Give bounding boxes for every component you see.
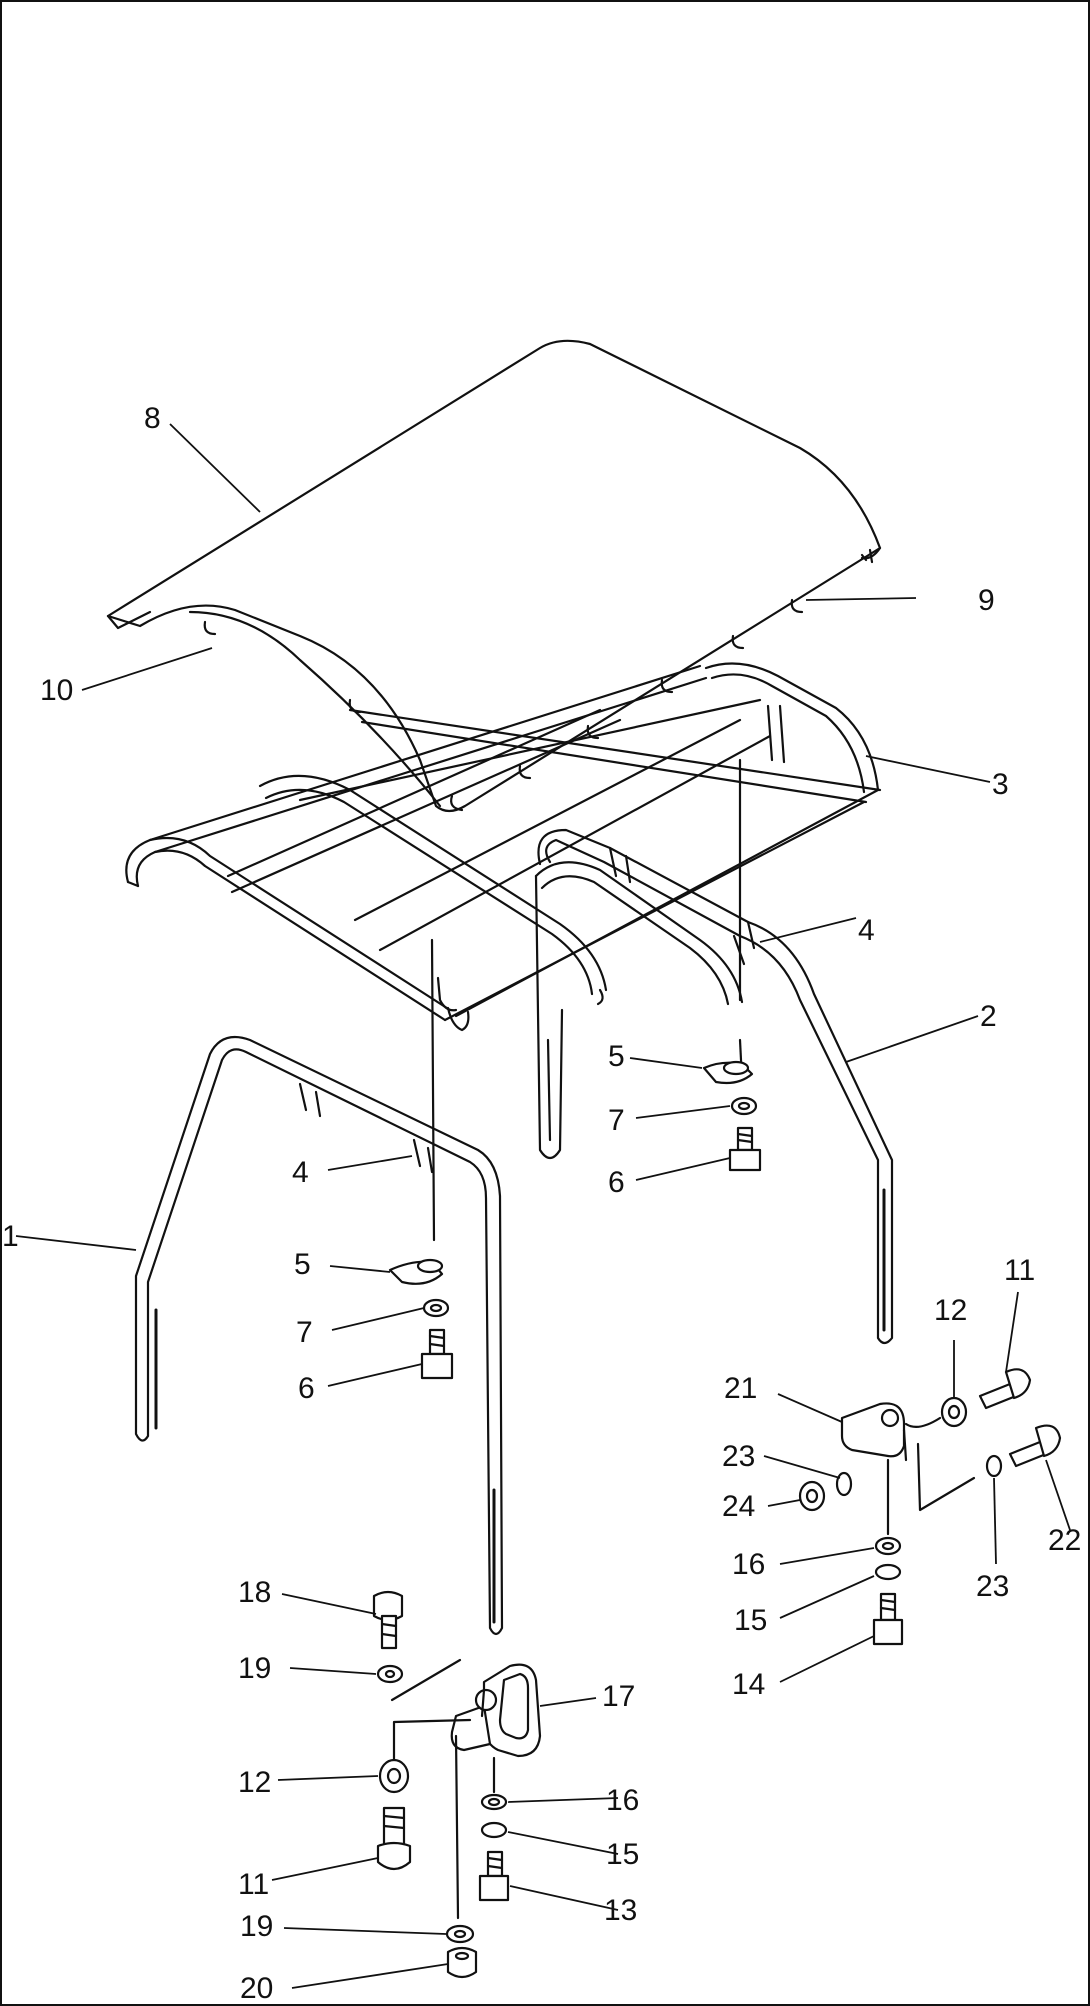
callout-labels: 1 2 3 4 4 5 5 6 6 7 7 8 9 10 11 11 12 12… xyxy=(2,402,1081,2005)
callout-12-lower: 12 xyxy=(238,1766,271,1799)
nut-24 xyxy=(798,1480,826,1512)
washer-16-right xyxy=(874,1458,902,1556)
nut-20 xyxy=(446,1946,478,1979)
washer-16-lower xyxy=(480,1756,508,1811)
callout-4-right: 4 xyxy=(858,914,875,947)
bolt-14 xyxy=(872,1592,904,1646)
callout-11-lower: 11 xyxy=(238,1868,269,1901)
callout-15-lower: 15 xyxy=(606,1838,639,1871)
callout-4-left: 4 xyxy=(292,1156,309,1189)
callout-5-right: 5 xyxy=(608,1040,625,1073)
callout-23-right: 23 xyxy=(976,1570,1009,1603)
leader-lines xyxy=(15,423,1071,1989)
washer-15-lower xyxy=(480,1821,508,1839)
callout-5-left: 5 xyxy=(294,1248,311,1281)
callout-13: 13 xyxy=(604,1894,637,1927)
callout-3: 3 xyxy=(992,768,1009,801)
callout-15-right: 15 xyxy=(734,1604,767,1637)
callout-22: 22 xyxy=(1048,1524,1081,1557)
callout-6-left: 6 xyxy=(298,1372,315,1405)
bolt-13 xyxy=(478,1850,510,1902)
left-support xyxy=(134,1036,504,1636)
callout-1: 1 xyxy=(2,1220,19,1253)
roof-panel xyxy=(106,339,882,813)
washer-23-left xyxy=(835,1471,853,1497)
callout-10: 10 xyxy=(40,674,73,707)
callout-24: 24 xyxy=(722,1490,755,1523)
roof-hooks xyxy=(203,598,804,812)
washer-19-lower xyxy=(445,1734,475,1944)
callout-19-top: 19 xyxy=(238,1652,271,1685)
bolt-6-left xyxy=(420,1328,454,1380)
callout-20: 20 xyxy=(240,1972,273,2005)
callout-7-left: 7 xyxy=(296,1316,313,1349)
washer-19-top xyxy=(376,1658,462,1702)
callout-7-right: 7 xyxy=(608,1104,625,1137)
callout-16-right: 16 xyxy=(732,1548,765,1581)
hinge-21 xyxy=(840,1402,908,1462)
bolt-11-right xyxy=(978,1368,1032,1410)
callout-9: 9 xyxy=(978,584,995,617)
callout-19-lower: 19 xyxy=(240,1910,273,1943)
washer-7-right xyxy=(730,1096,758,1116)
callout-16-lower: 16 xyxy=(606,1784,639,1817)
bolt-11-lower xyxy=(376,1806,412,1871)
callout-2: 2 xyxy=(980,1000,997,1033)
roof-frame xyxy=(125,662,882,1032)
clip-5-left xyxy=(388,1258,444,1285)
callout-8: 8 xyxy=(144,402,161,435)
bolt-6-right xyxy=(728,1126,762,1172)
center-post xyxy=(534,874,564,1160)
washer-7-left xyxy=(422,1298,450,1318)
callout-6-right: 6 xyxy=(608,1166,625,1199)
callout-11-right: 11 xyxy=(1004,1254,1035,1287)
nut-12-right xyxy=(904,1396,968,1429)
callout-12-right: 12 xyxy=(934,1294,967,1327)
clip-5-right xyxy=(702,1060,754,1085)
bolt-22 xyxy=(1008,1424,1062,1468)
callout-17: 17 xyxy=(602,1680,635,1713)
callout-18: 18 xyxy=(238,1576,271,1609)
washer-15-right xyxy=(874,1563,902,1581)
nut-12-lower xyxy=(378,1718,472,1794)
callout-14: 14 xyxy=(732,1668,765,1701)
callout-21: 21 xyxy=(724,1372,757,1405)
callout-23-left: 23 xyxy=(722,1440,755,1473)
bolt-18 xyxy=(372,1590,404,1650)
washer-23-right xyxy=(916,1442,1003,1512)
